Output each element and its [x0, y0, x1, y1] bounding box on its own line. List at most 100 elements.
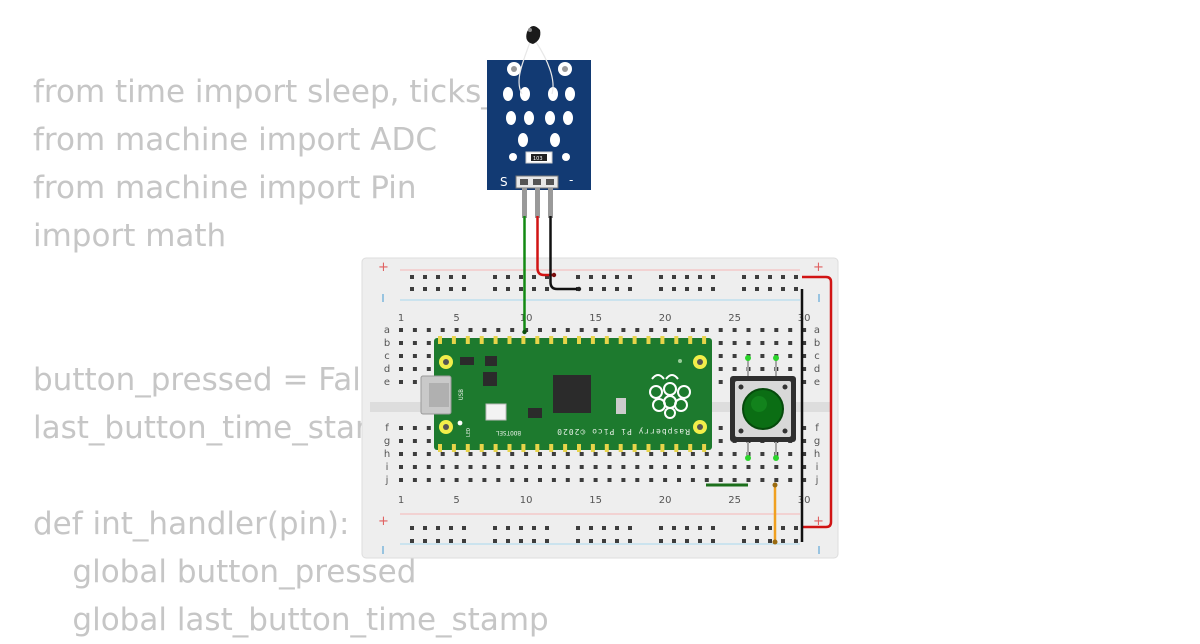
smd-resistor-body [531, 154, 547, 161]
pico-pin [535, 444, 540, 452]
push-button[interactable] [730, 355, 796, 461]
mount-hole-tl-inner [443, 359, 449, 365]
breadboard-hole [607, 452, 612, 456]
button-pin-br [773, 455, 779, 461]
row-letter: d [814, 364, 820, 375]
breadboard-hole [788, 367, 793, 371]
rail-hole [410, 526, 414, 530]
breadboard-hole [663, 452, 668, 456]
breadboard-hole [510, 452, 515, 456]
pico-pin [688, 336, 693, 344]
row-letter: f [815, 423, 819, 434]
breadboard-hole [607, 478, 612, 482]
rail-hole [755, 526, 759, 530]
rail-hole [602, 287, 606, 291]
rail-hole [794, 539, 798, 543]
breadboard-hole [538, 452, 542, 456]
rail-hole [436, 287, 440, 291]
breadboard-hole [399, 452, 403, 456]
rail-hole [628, 275, 632, 279]
pad-3 [503, 87, 513, 101]
rail-hole [519, 526, 523, 530]
rail-hole [615, 275, 619, 279]
breadboard-hole [802, 367, 807, 371]
breadboard-hole [482, 465, 487, 469]
breadboard-hole [760, 341, 765, 345]
breadboard-hole [412, 341, 417, 345]
rail-hole [602, 526, 606, 530]
breadboard-hole [774, 478, 779, 482]
pico-pin [549, 444, 554, 452]
rail-hole [685, 526, 689, 530]
rail-hole [755, 275, 759, 279]
breadboard-hole [412, 328, 417, 332]
breadboard-hole [649, 328, 654, 332]
row-letter: j [815, 475, 819, 486]
breadboard-hole [677, 478, 681, 482]
pad-6 [565, 87, 575, 101]
rail-hole [449, 287, 453, 291]
pad-9 [545, 111, 555, 125]
breadboard-hole [635, 465, 640, 469]
rail-hole [493, 539, 497, 543]
breadboard-hole [593, 478, 598, 482]
breadboard-hole [663, 478, 668, 482]
rail-hole [506, 275, 510, 279]
pico-pin [521, 336, 526, 344]
breadboard-hole [399, 367, 403, 371]
breadboard-hole [677, 452, 681, 456]
breadboard-hole [496, 452, 501, 456]
rail-hole [742, 275, 746, 279]
breadboard-hole [690, 452, 695, 456]
breadboard-hole [802, 465, 807, 469]
breadboard-hole [635, 478, 640, 482]
pad-2-hole [562, 66, 568, 72]
led-dot [457, 420, 463, 426]
breadboard-hole [412, 380, 417, 384]
led-label: LED [466, 428, 472, 437]
breadboard-hole [690, 465, 695, 469]
pico-pin [702, 444, 707, 452]
regulator-chip [485, 356, 497, 366]
wire-red-power [536, 216, 554, 277]
breadboard-hole [399, 439, 403, 443]
sensor-pin-3 [548, 188, 553, 218]
breadboard-hole [788, 465, 793, 469]
breadboard-hole [440, 478, 445, 482]
pico-pin [674, 336, 679, 344]
breadboard-hole [746, 341, 751, 345]
breadboard-hole [565, 478, 570, 482]
bootsel-button[interactable] [485, 403, 507, 421]
rail-hole [711, 539, 715, 543]
breadboard-hole [760, 465, 765, 469]
pad-12 [550, 133, 560, 147]
breadboard-hole [468, 452, 473, 456]
pico-pin [632, 444, 637, 452]
rail-hole [493, 287, 497, 291]
breadboard-hole [538, 328, 542, 332]
breadboard-hole [399, 380, 403, 384]
breadboard-hole [482, 478, 487, 482]
small-chip [460, 357, 474, 365]
sensor-pin-header-inner-3 [546, 179, 554, 185]
breadboard-hole [649, 465, 654, 469]
pico-pin [590, 444, 595, 452]
rail-hole [711, 526, 715, 530]
pico-pin [535, 336, 540, 344]
rp2040-chip [553, 375, 591, 413]
rail-hole [545, 526, 549, 530]
wire-black-end [576, 286, 582, 292]
rail-hole [423, 539, 427, 543]
column-number: 25 [728, 313, 741, 324]
breadboard-hole [468, 478, 473, 482]
breadboard-hole [732, 367, 737, 371]
rail-hole [602, 539, 606, 543]
pico-pin [438, 444, 442, 452]
bootsel-label: BOOTSEL [495, 429, 521, 436]
breadboard-hole [538, 465, 542, 469]
breadboard-hole [426, 367, 431, 371]
row-letter: h [814, 449, 820, 460]
breadboard-hole [718, 367, 723, 371]
rail-plus-bottom-left: + [378, 514, 389, 529]
breadboard-hole [551, 465, 556, 469]
